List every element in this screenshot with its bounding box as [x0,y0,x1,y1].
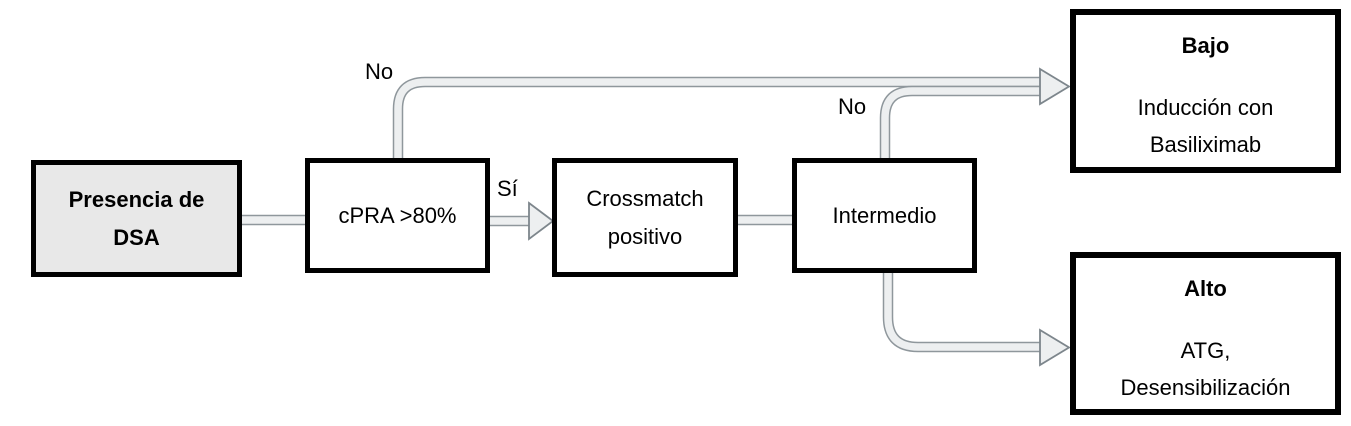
node-presencia-dsa: Presencia de DSA [31,160,242,277]
node-intermedio: Intermedio [792,158,977,273]
node-intermedio-label: Intermedio [832,202,937,228]
connector-cpra-bajo [392,76,1042,162]
edge-label-cpra-no: No [365,59,394,84]
node-cpra: cPRA >80% [305,158,490,273]
arrowhead-alto [1039,328,1071,367]
node-crossmatch-line1: Crossmatch [586,185,704,211]
node-alto-title: Alto [1184,276,1227,301]
connector-intermedio-bajo [879,85,1042,160]
node-alto-line2: Desensibilización [1120,375,1291,400]
node-alto-line1: ATG, [1180,338,1231,363]
node-cpra-label: cPRA >80% [338,202,457,228]
edge-label-cpra-si: Sí [497,176,518,201]
edge-label-intermedio-no: No [838,94,867,119]
node-bajo: Bajo Inducción con Basiliximab [1070,9,1341,173]
node-crossmatch-line2: positivo [607,223,683,249]
node-presencia-dsa-line1: Presencia de [68,186,205,212]
node-alto: Alto ATG, Desensibilización [1070,252,1341,415]
node-bajo-line1: Inducción con [1137,95,1274,120]
node-bajo-line2: Basiliximab [1149,132,1262,157]
connector-cpra-crossmatch [490,201,555,241]
node-bajo-title: Bajo [1181,33,1230,58]
arrowhead-si [528,201,555,241]
node-presencia-dsa-line2: DSA [113,224,160,250]
node-crossmatch: Crossmatch positivo [552,158,738,277]
arrowhead-bajo [1039,67,1071,106]
connector-intermedio-alto [882,270,1042,353]
